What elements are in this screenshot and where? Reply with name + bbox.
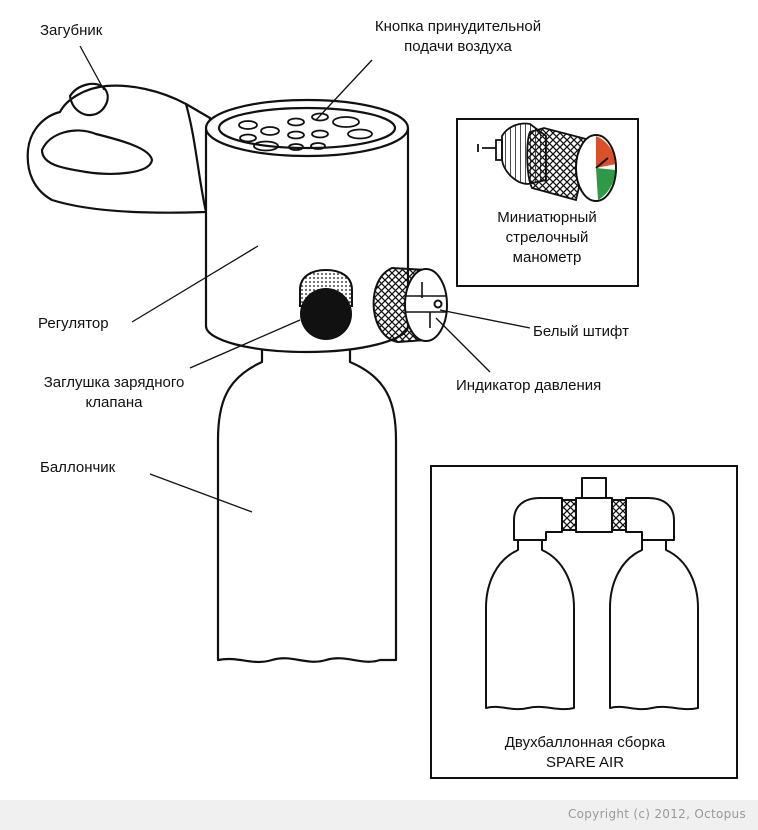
- spare-air-diagram: [26, 45, 738, 779]
- footer-bar: Copyright (c) 2012, Octopus: [0, 800, 758, 830]
- gauge-inset: [456, 118, 639, 287]
- label-gauge: Миниатюрный стрелочный манометр: [462, 208, 632, 268]
- label-fill-plug: Заглушка зарядного клапана: [14, 373, 214, 413]
- regulator-body: [204, 98, 410, 354]
- label-twin-line2: SPARE AIR: [545, 754, 625, 771]
- pressure-gauge-knob: [372, 266, 448, 344]
- label-twin-line1: Двухбаллонная сборка: [504, 734, 666, 751]
- fill-valve-plug: [299, 268, 353, 340]
- label-cylinder: Баллончик: [40, 459, 116, 476]
- label-purge-button: Кнопка принудительной подачи воздуха: [348, 17, 568, 57]
- label-purge-button-line2: подачи воздуха: [404, 38, 512, 55]
- label-gauge-line3: манометр: [512, 249, 582, 266]
- mouthpiece-shape: [26, 82, 212, 214]
- label-regulator: Регулятор: [38, 315, 109, 332]
- label-white-pin: Белый штифт: [533, 323, 629, 340]
- label-purge-button-line1: Кнопка принудительной: [374, 18, 542, 35]
- cylinder-body: [216, 346, 398, 664]
- label-twin-assembly: Двухбаллонная сборка SPARE AIR: [440, 733, 730, 773]
- label-fill-plug-line2: клапана: [85, 394, 143, 411]
- leader-lines: [79, 45, 531, 513]
- label-pressure-indicator: Индикатор давления: [456, 377, 602, 394]
- label-gauge-line1: Миниатюрный: [497, 209, 597, 226]
- purge-button-holes: [238, 112, 373, 152]
- label-mouthpiece: Загубник: [40, 22, 103, 39]
- twin-assembly-inset: [430, 465, 738, 779]
- copyright-text: Copyright (c) 2012, Octopus: [567, 807, 746, 821]
- label-gauge-line2: стрелочный: [505, 229, 589, 246]
- label-fill-plug-line1: Заглушка зарядного: [43, 374, 185, 391]
